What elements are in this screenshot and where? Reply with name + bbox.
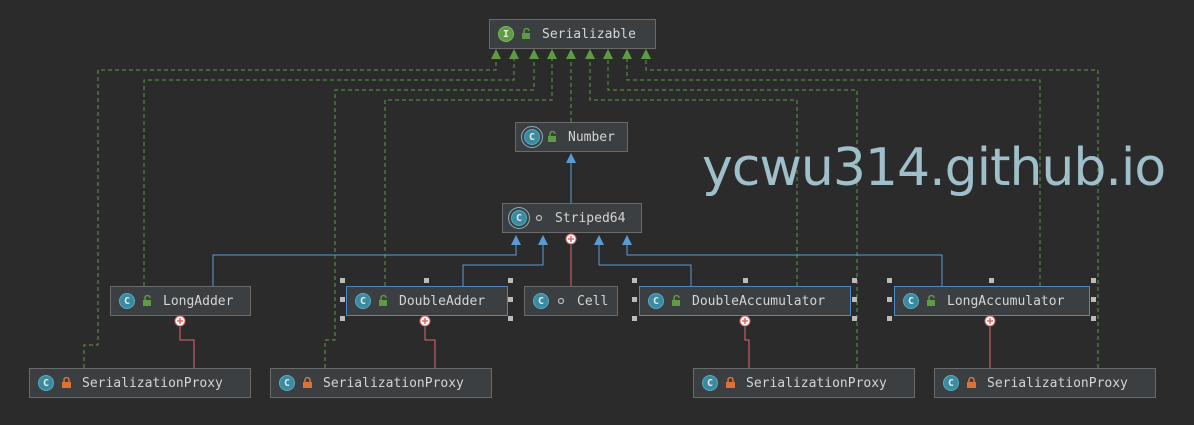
- selection-handle[interactable]: [424, 278, 429, 283]
- selection-handle[interactable]: [632, 278, 637, 283]
- node-label: SerializationProxy: [82, 375, 223, 391]
- node-long-adder[interactable]: C LongAdder: [110, 286, 251, 316]
- node-label: SerializationProxy: [987, 375, 1128, 391]
- node-label: Number: [568, 129, 615, 145]
- edge-double-adder-serializable: [384, 59, 553, 286]
- private-lock-icon: [965, 377, 977, 389]
- selection-handle[interactable]: [340, 316, 345, 321]
- selection-handle[interactable]: [1091, 297, 1096, 302]
- selection-handle[interactable]: [508, 297, 513, 302]
- inner-plus-icon: [174, 315, 186, 327]
- extends-edges: [212, 163, 943, 286]
- selection-handle[interactable]: [887, 278, 892, 283]
- selection-handle[interactable]: [743, 278, 748, 283]
- implements-arrowheads: [491, 49, 651, 59]
- selection-handle[interactable]: [989, 278, 994, 283]
- node-serialization-proxy-double-accumulator[interactable]: C SerializationProxy: [693, 368, 915, 398]
- package-private-dot-icon: [533, 212, 545, 224]
- selection-handle[interactable]: [340, 278, 345, 283]
- public-unlock-icon: [670, 295, 682, 307]
- class-icon: C: [355, 293, 371, 309]
- inner-class-icon: C: [533, 293, 549, 309]
- node-label: LongAdder: [163, 293, 234, 309]
- node-label: Striped64: [555, 210, 626, 226]
- edge-proxy-double-accumulator-double-accumulator: [744, 327, 750, 368]
- implements-edges: [83, 59, 1099, 368]
- inner-plus-icon: [565, 233, 577, 245]
- node-label: SerializationProxy: [323, 375, 464, 391]
- edge-long-adder-serializable: [143, 59, 515, 286]
- node-label: Cell: [577, 293, 609, 309]
- inner-class-icon: C: [38, 375, 54, 391]
- edge-proxy-double-accumulator-serializable: [607, 59, 858, 368]
- watermark-text: ycwu314.github.io: [702, 138, 1166, 198]
- edge-proxy-double-adder-double-adder: [424, 327, 436, 368]
- public-unlock-icon: [141, 295, 153, 307]
- edge-proxy-double-adder-serializable: [324, 59, 535, 368]
- selection-handle[interactable]: [632, 316, 637, 321]
- class-icon: C: [648, 293, 664, 309]
- inner-plus-icon: [984, 315, 996, 327]
- selection-handle[interactable]: [632, 297, 637, 302]
- inner-class-icon: C: [943, 375, 959, 391]
- node-label: SerializationProxy: [746, 375, 887, 391]
- selection-handle[interactable]: [887, 297, 892, 302]
- node-serializable[interactable]: I Serializable: [489, 19, 656, 49]
- selection-handle[interactable]: [852, 278, 857, 283]
- public-unlock-icon: [520, 28, 532, 40]
- class-icon: C: [903, 293, 919, 309]
- node-double-accumulator[interactable]: C DoubleAccumulator: [639, 286, 851, 316]
- node-long-accumulator[interactable]: C LongAccumulator: [894, 286, 1090, 316]
- private-lock-icon: [60, 377, 72, 389]
- edge-proxy-long-adder-serializable: [83, 59, 497, 368]
- selection-handle[interactable]: [508, 316, 513, 321]
- selection-handle[interactable]: [340, 297, 345, 302]
- inner-class-icon: C: [279, 375, 295, 391]
- node-serialization-proxy-long-accumulator[interactable]: C SerializationProxy: [934, 368, 1156, 398]
- inner-plus-icon: [419, 315, 431, 327]
- abstract-class-icon: C: [511, 210, 527, 226]
- public-unlock-icon: [546, 131, 558, 143]
- selection-handle[interactable]: [1091, 278, 1096, 283]
- node-label: LongAccumulator: [947, 293, 1065, 309]
- public-unlock-icon: [925, 295, 937, 307]
- private-lock-icon: [724, 377, 736, 389]
- selection-handle[interactable]: [887, 316, 892, 321]
- class-icon: C: [119, 293, 135, 309]
- node-serialization-proxy-long-adder[interactable]: C SerializationProxy: [29, 368, 251, 398]
- selection-handle[interactable]: [508, 278, 513, 283]
- node-serialization-proxy-double-adder[interactable]: C SerializationProxy: [270, 368, 492, 398]
- interface-icon: I: [498, 26, 514, 42]
- node-number[interactable]: C Number: [515, 122, 628, 152]
- extends-arrowheads: [511, 153, 632, 245]
- node-double-adder[interactable]: C DoubleAdder: [346, 286, 508, 316]
- inner-class-edges: [179, 245, 991, 368]
- inner-class-markers: [174, 233, 996, 327]
- private-lock-icon: [301, 377, 313, 389]
- edge-proxy-long-accumulator-serializable: [645, 59, 1099, 368]
- public-unlock-icon: [377, 295, 389, 307]
- edge-long-adder-striped64: [212, 245, 517, 286]
- package-private-dot-icon: [555, 295, 567, 307]
- edge-double-accumulator-serializable: [589, 59, 798, 286]
- node-striped64[interactable]: C Striped64: [502, 203, 642, 233]
- edge-double-adder-striped64: [462, 245, 544, 286]
- edge-proxy-long-adder-long-adder: [179, 327, 195, 368]
- node-cell[interactable]: C Cell: [524, 286, 618, 316]
- inner-class-icon: C: [702, 375, 718, 391]
- node-label: DoubleAdder: [399, 293, 486, 309]
- selection-handle[interactable]: [852, 316, 857, 321]
- selection-handle[interactable]: [1091, 316, 1096, 321]
- node-label: Serializable: [542, 26, 636, 42]
- node-label: DoubleAccumulator: [692, 293, 826, 309]
- edge-long-accumulator-striped64: [626, 245, 943, 286]
- selection-handle[interactable]: [852, 297, 857, 302]
- edge-double-accumulator-striped64: [598, 245, 692, 286]
- inner-plus-icon: [739, 315, 751, 327]
- abstract-class-icon: C: [524, 129, 540, 145]
